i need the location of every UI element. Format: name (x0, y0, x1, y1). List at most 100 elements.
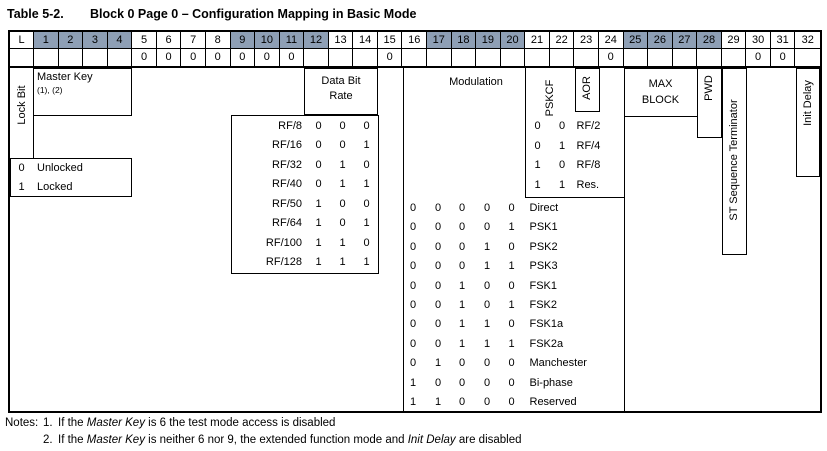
modulation-left-line (402, 68, 404, 411)
note-number: 1. (43, 417, 53, 429)
st-sequence-terminator-label: ST Sequence Terminator (728, 99, 740, 221)
fixed-bit-cell-1 (34, 49, 59, 66)
table-number: Table 5-2. (7, 7, 64, 21)
aor-label: AOR (581, 76, 593, 100)
modulation-bit: 0 (508, 396, 515, 408)
data-bit-rate-options-box (230, 115, 379, 274)
bit-header-cell-29: 29 (722, 32, 747, 48)
modulation-bit: 1 (508, 299, 515, 311)
data-bit-rate-bit: 1 (315, 197, 322, 210)
pskcf-option-name: RF/2 (576, 120, 601, 132)
modulation-bit: 1 (434, 357, 442, 370)
modulation-option-name: FSK1 (529, 279, 558, 292)
modulation-bit: 1 (434, 396, 442, 408)
modulation-bit: 0 (409, 337, 417, 350)
bit-header-cell-24: 24 (599, 32, 624, 48)
bit-header-cell-17: 17 (427, 32, 452, 48)
modulation-bit: 0 (508, 376, 515, 389)
modulation-bit: 0 (458, 240, 466, 253)
bit-header-cell-4: 4 (107, 32, 133, 48)
pskcf-bit: 1 (534, 159, 541, 171)
master-key-box (33, 68, 132, 116)
fixed-bit-cell-6: 0 (157, 49, 182, 66)
modulation-option-name: FSK2 (529, 299, 558, 311)
modulation-bit: 0 (409, 299, 417, 311)
modulation-bit: 1 (483, 337, 491, 350)
data-bit-rate-bit: 0 (363, 236, 370, 249)
fixed-bit-cell-L (10, 49, 34, 66)
modulation-bit: 0 (409, 260, 417, 273)
data-bit-rate-option-name: RF/100 (265, 236, 302, 249)
max-block-left-line (623, 68, 625, 411)
bit-header-cell-12: 12 (304, 32, 329, 48)
modulation-option-name: FSK1a (529, 318, 564, 331)
modulation-option-name: PSK1 (529, 221, 558, 234)
fixed-bit-cell-15: 0 (378, 49, 403, 66)
master-key-label: Master Key (37, 71, 93, 83)
fixed-bit-cell-17 (427, 49, 452, 66)
data-bit-rate-label-line1: Data Bit (321, 75, 361, 87)
note-italic-term: Init Delay (407, 433, 456, 446)
data-bit-rate-bit: 0 (315, 139, 322, 151)
modulation-bit: 1 (483, 240, 491, 253)
data-bit-rate-bit: 1 (363, 217, 370, 229)
modulation-bit: 0 (409, 279, 417, 292)
pskcf-bit: 1 (534, 178, 541, 191)
data-bit-rate-bit: 0 (339, 139, 346, 151)
data-bit-rate-option-name: RF/8 (278, 119, 302, 132)
data-bit-rate-bit: 1 (339, 236, 346, 249)
modulation-bit: 0 (483, 357, 491, 370)
data-bit-rate-bit: 0 (339, 217, 346, 229)
modulation-bit: 0 (434, 279, 442, 292)
lock-legend-meaning: Locked (37, 181, 73, 193)
lock-legend-meaning: Unlocked (37, 161, 83, 174)
modulation-bit: 0 (458, 202, 466, 214)
modulation-bit: 1 (409, 396, 417, 408)
fixed-bit-cell-23 (574, 49, 599, 66)
modulation-bit: 0 (409, 240, 417, 253)
bit-header-cell-9: 9 (230, 32, 256, 48)
bit-header-cell-11: 11 (279, 32, 305, 48)
bit-header-cell-26: 26 (648, 32, 673, 48)
note-italic-term: Master Key (86, 417, 145, 429)
modulation-bit: 0 (409, 318, 417, 331)
fixed-bit-cell-11: 0 (280, 49, 305, 66)
fixed-bit-cell-2 (59, 49, 84, 66)
bit-header-cell-3: 3 (83, 32, 108, 48)
fixed-bit-cell-20 (501, 49, 526, 66)
modulation-bit: 0 (458, 396, 466, 408)
init-delay-label: Init Delay (802, 80, 814, 126)
bit-header-cell-L: L (10, 32, 34, 48)
pskcf-bit: 0 (534, 139, 541, 152)
lock-legend-box (10, 158, 132, 197)
note-item-2: 2.If the Master Key is neither 6 nor 9, … (5, 432, 522, 449)
fixed-bit-cell-10: 0 (255, 49, 280, 66)
data-bit-rate-option-name: RF/40 (272, 178, 302, 190)
note-item-1: Notes:1.If the Master Key is 6 the test … (5, 415, 522, 432)
fixed-bit-cell-9: 0 (231, 49, 256, 66)
pwd-label: PWD (703, 75, 715, 101)
modulation-bit: 0 (483, 376, 491, 389)
table-caption: Table 5-2. Block 0 Page 0 – Configuration… (7, 6, 416, 22)
max-block-label-line2: BLOCK (641, 94, 680, 106)
modulation-bit: 1 (409, 376, 417, 389)
table-title: Block 0 Page 0 – Configuration Mapping i… (90, 7, 417, 21)
data-bit-rate-bit: 0 (363, 119, 370, 132)
modulation-bit: 0 (434, 299, 442, 311)
data-bit-rate-bit: 1 (363, 178, 370, 190)
data-bit-rate-bit: 1 (315, 217, 322, 229)
modulation-bit: 0 (508, 279, 515, 292)
modulation-option-name: PSK3 (529, 260, 558, 273)
fixed-bit-cell-13 (329, 49, 354, 66)
notes-label-spacer (5, 432, 43, 449)
data-bit-rate-bit: 0 (315, 158, 322, 171)
modulation-bit: 1 (458, 337, 466, 350)
fixed-bit-cell-25 (624, 49, 649, 66)
data-bit-rate-bit: 1 (315, 236, 322, 249)
modulation-option-name: Direct (529, 202, 559, 214)
modulation-bit: 1 (458, 299, 466, 311)
modulation-bit: 0 (483, 299, 491, 311)
max-block-label-line1: MAX (648, 78, 673, 90)
lock-legend-value: 1 (18, 181, 25, 193)
